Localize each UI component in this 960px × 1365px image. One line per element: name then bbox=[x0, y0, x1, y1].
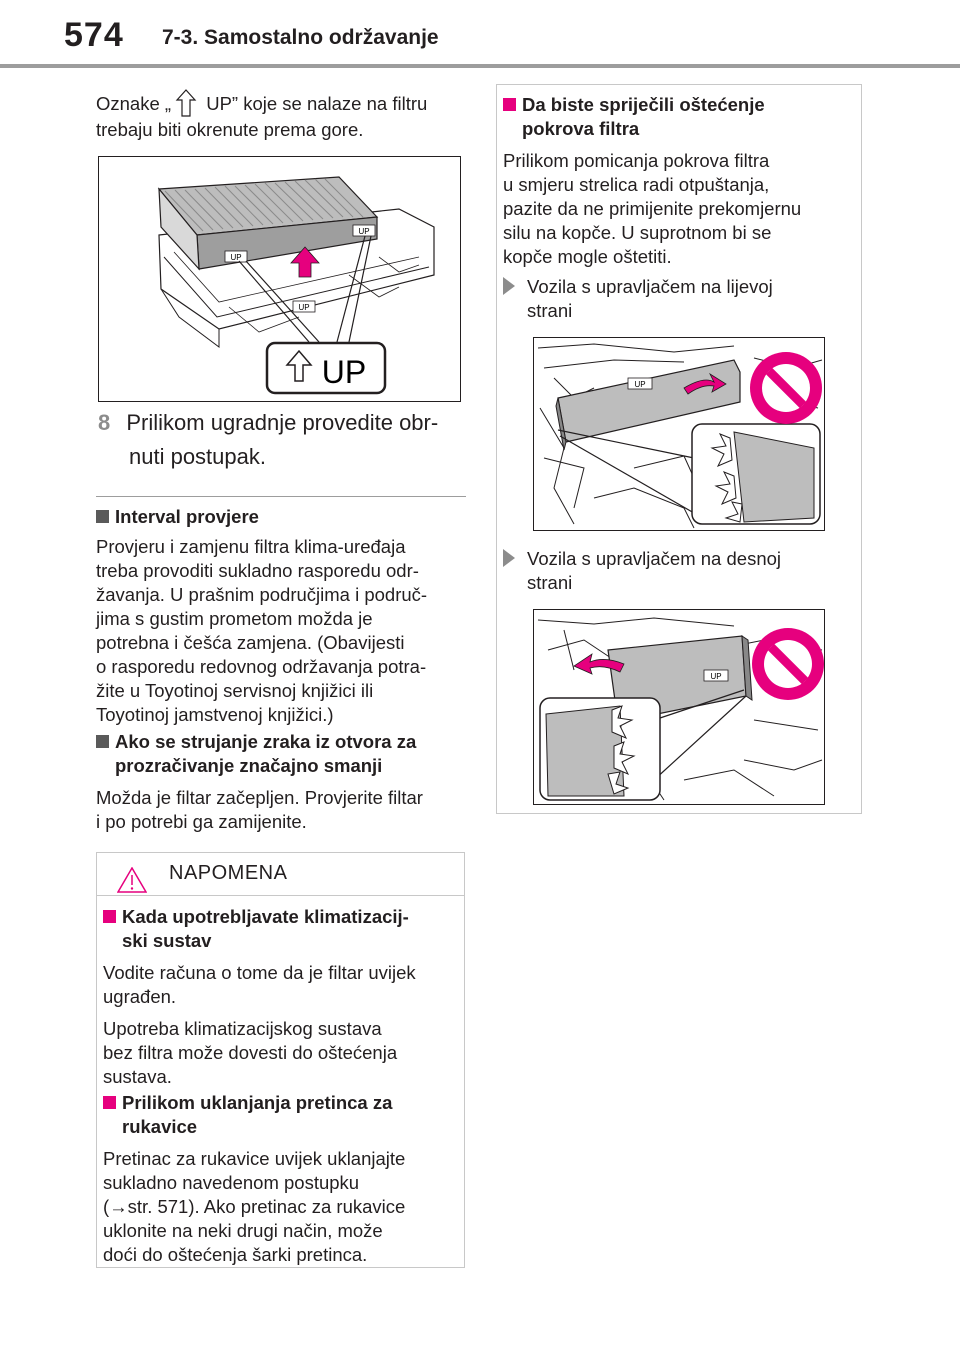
release-arrow-icon bbox=[683, 372, 727, 395]
airflow-heading-line1: Ako se strujanje zraka iz otvora za bbox=[115, 731, 417, 752]
square-bullet-icon bbox=[96, 735, 109, 748]
header-rule bbox=[0, 64, 960, 68]
square-bullet-icon bbox=[96, 510, 109, 523]
rhd-illustration: UP bbox=[533, 609, 825, 805]
airflow-body: Možda je filtar začepljen. Provjerite fi… bbox=[96, 787, 423, 832]
filter-up-tag-2: UP bbox=[358, 227, 369, 236]
square-bullet-icon bbox=[103, 1096, 116, 1109]
step-text-line1: Prilikom ugradnje provedite obr- bbox=[126, 410, 439, 435]
section-title: 7-3. Samostalno održavanje bbox=[162, 26, 439, 49]
triangle-bullet-icon bbox=[503, 277, 515, 295]
note-s1-para2: Upotreba klimatizacijskog sustava bez fi… bbox=[103, 1018, 398, 1087]
lhd-label: Vozila s upravljačem na lijevoj strani bbox=[503, 275, 859, 323]
triangle-bullet-icon bbox=[503, 549, 515, 567]
note-s1-para1: Vodite računa o tome da je filtar uvijek… bbox=[103, 962, 416, 1007]
step-text-line2: nuti postupak. bbox=[129, 444, 266, 469]
step-8: 8 Prilikom ugradnje provedite obr- nuti … bbox=[98, 406, 468, 474]
up-callout-label: UP bbox=[322, 354, 366, 390]
interval-heading: Interval provjere bbox=[115, 506, 259, 527]
note-box: NAPOMENA Kada upotrebljavate klimatizaci… bbox=[96, 852, 465, 1268]
square-bullet-icon bbox=[503, 98, 516, 111]
tray-up-tag: UP bbox=[298, 303, 309, 312]
lhd-illustration: UP bbox=[533, 337, 825, 531]
caution-body: Prilikom pomicanja pokrova filtra u smje… bbox=[503, 150, 802, 267]
page-number: 574 bbox=[64, 16, 124, 54]
up-direction-arrow-icon bbox=[290, 246, 320, 278]
airflow-section: Ako se strujanje zraka iz otvora za proz… bbox=[96, 730, 476, 834]
up-arrow-icon bbox=[175, 89, 197, 117]
release-arrow-icon bbox=[573, 653, 625, 675]
caution-heading-line1: Da biste spriječili oštećenje bbox=[522, 94, 765, 115]
caution-section: Da biste spriječili oštećenje pokrova fi… bbox=[503, 93, 859, 269]
filter-illustration: UP UP UP UP bbox=[98, 156, 461, 402]
rhd-label: Vozila s upravljačem na desnoj strani bbox=[503, 547, 859, 595]
interval-section: Interval provjere Provjeru i zamjenu fil… bbox=[96, 505, 476, 727]
square-bullet-icon bbox=[103, 910, 116, 923]
note-section-1: Kada upotrebljavate klimatizacij- ski su… bbox=[103, 905, 463, 1089]
lhd-up-tag: UP bbox=[634, 380, 645, 389]
note-s2-heading-line1: Prilikom uklanjanja pretinca za bbox=[122, 1092, 393, 1113]
note-title: NAPOMENA bbox=[169, 862, 288, 884]
section-divider bbox=[96, 496, 466, 497]
rhd-up-tag: UP bbox=[710, 672, 721, 681]
left-column: Oznake „ UP” koje se nalaze na filtru tr… bbox=[96, 88, 466, 142]
filter-up-tag-1: UP bbox=[230, 253, 241, 262]
airflow-heading-line2: prozračivanje značajno smanji bbox=[115, 755, 383, 776]
page-header: 574 7-3. Samostalno održavanje bbox=[0, 0, 960, 70]
caution-heading-line2: pokrova filtra bbox=[522, 118, 640, 139]
intro-text: Oznake „ UP” koje se nalaze na filtru tr… bbox=[96, 88, 466, 142]
note-section-2: Prilikom uklanjanja pretinca za rukavice… bbox=[103, 1091, 463, 1267]
note-s1-heading-line2: ski sustav bbox=[122, 930, 212, 951]
warning-triangle-icon bbox=[117, 867, 147, 893]
filter-drawing: UP UP UP UP bbox=[157, 176, 435, 395]
interval-body: Provjeru i zamjenu filtra klima-uređaja … bbox=[96, 536, 428, 725]
note-s2-body: Pretinac za rukavice uvijek uklanjajte s… bbox=[103, 1148, 406, 1265]
note-s2-heading-line2: rukavice bbox=[122, 1116, 198, 1137]
note-s1-heading-line1: Kada upotrebljavate klimatizacij- bbox=[122, 906, 409, 927]
caution-box: Da biste spriječili oštećenje pokrova fi… bbox=[496, 84, 862, 814]
step-number: 8 bbox=[98, 410, 111, 435]
note-header: NAPOMENA bbox=[97, 853, 464, 896]
